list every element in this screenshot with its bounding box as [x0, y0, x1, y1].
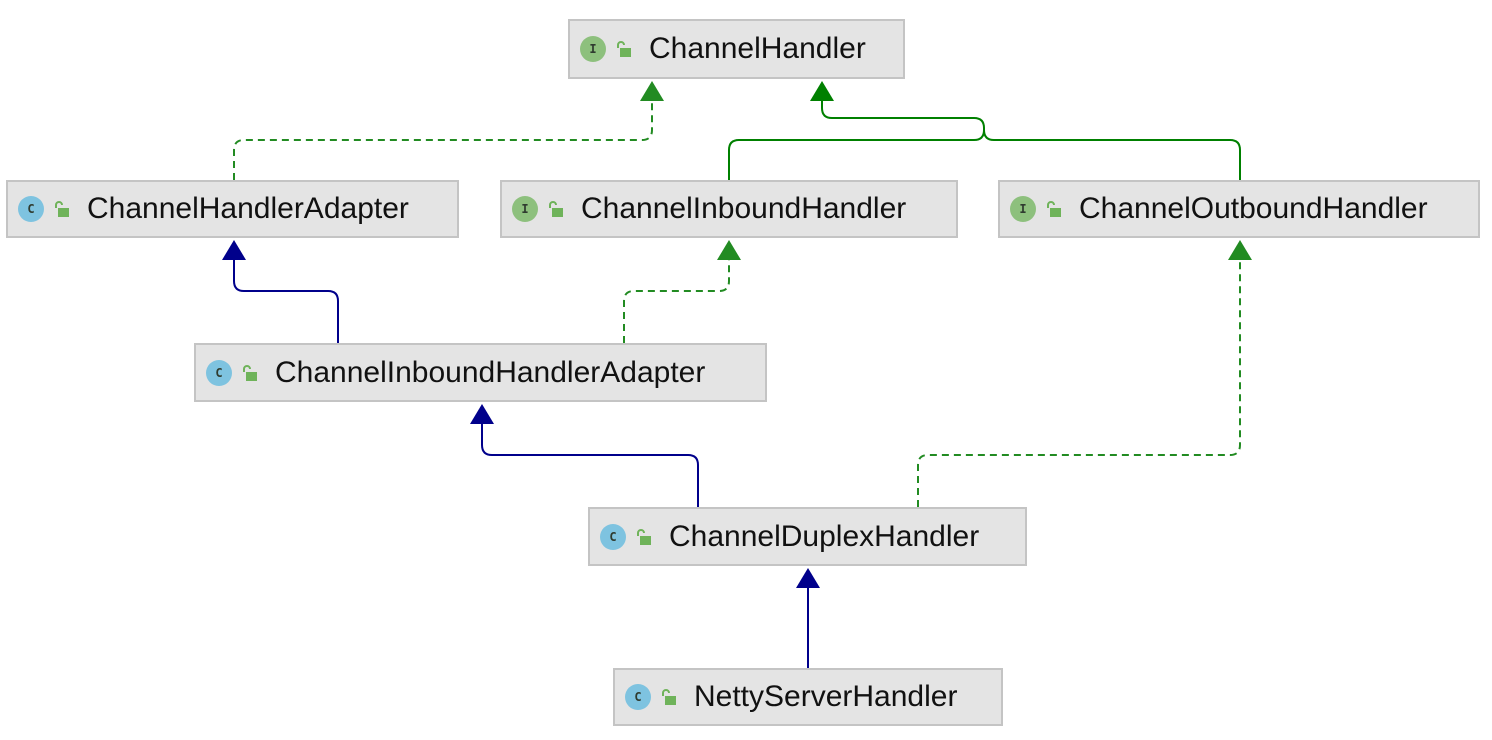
- node-channel-handler-adapter[interactable]: C ChannelHandlerAdapter: [6, 180, 459, 238]
- node-netty-server-handler[interactable]: C NettyServerHandler: [613, 668, 1003, 726]
- interface-icon: I: [512, 196, 538, 222]
- class-icon: C: [18, 196, 44, 222]
- public-lock-icon: [549, 201, 563, 217]
- node-channel-handler[interactable]: I ChannelHandler: [568, 19, 905, 79]
- public-lock-icon: [637, 528, 651, 545]
- edge-channel-inbound-handler-adapter-to-channel-handler-adapter: [222, 240, 339, 343]
- public-lock-icon: [55, 201, 69, 217]
- class-icon: C: [206, 359, 232, 386]
- arrow-head-icon: [640, 81, 664, 101]
- node-label: ChannelHandlerAdapter: [87, 192, 409, 225]
- node-label: ChannelHandler: [649, 32, 866, 65]
- edge-line: [728, 99, 985, 180]
- node-channel-outbound-handler[interactable]: I ChannelOutboundHandler: [998, 180, 1480, 238]
- edge-channel-duplex-handler-to-channel-outbound-handler: [917, 240, 1252, 507]
- public-lock-icon: [662, 689, 676, 705]
- arrow-head-icon: [1228, 240, 1252, 260]
- edge-line: [917, 258, 1241, 507]
- node-label: ChannelInboundHandler: [581, 192, 907, 225]
- node-label: ChannelInboundHandlerAdapter: [275, 355, 706, 389]
- public-lock-icon: [1047, 201, 1061, 217]
- interface-icon: I: [580, 36, 606, 62]
- edge-channel-inbound-handler-to-channel-handler: [728, 81, 985, 180]
- edge-channel-duplex-handler-to-channel-inbound-handler-adapter: [470, 404, 699, 507]
- node-label: NettyServerHandler: [694, 680, 958, 713]
- edge-line: [481, 422, 699, 507]
- public-lock-icon: [243, 364, 257, 381]
- edge-channel-handler-adapter-to-channel-handler: [233, 81, 664, 180]
- edge-channel-inbound-handler-adapter-to-channel-inbound-handler: [623, 240, 741, 343]
- node-channel-inbound-handler-adapter[interactable]: C ChannelInboundHandlerAdapter: [194, 343, 767, 402]
- arrow-head-icon: [470, 404, 494, 424]
- edge-line: [983, 129, 1241, 180]
- node-label: ChannelDuplexHandler: [669, 519, 980, 553]
- class-icon: C: [625, 684, 651, 710]
- edge-line: [233, 99, 653, 180]
- node-label: ChannelOutboundHandler: [1079, 192, 1428, 225]
- interface-icon: I: [1010, 196, 1036, 222]
- node-channel-duplex-handler[interactable]: C ChannelDuplexHandler: [588, 507, 1027, 566]
- edge-channel-outbound-handler-to-channel-handler: [983, 129, 1241, 180]
- node-channel-inbound-handler[interactable]: I ChannelInboundHandler: [500, 180, 958, 238]
- edge-line: [233, 258, 339, 343]
- arrow-head-icon: [810, 81, 834, 101]
- arrow-head-icon: [222, 240, 246, 260]
- arrow-head-icon: [717, 240, 741, 260]
- edge-netty-server-handler-to-channel-duplex-handler: [796, 568, 820, 668]
- public-lock-icon: [617, 41, 631, 57]
- class-icon: C: [600, 523, 626, 550]
- edge-line: [623, 258, 730, 343]
- arrow-head-icon: [796, 568, 820, 588]
